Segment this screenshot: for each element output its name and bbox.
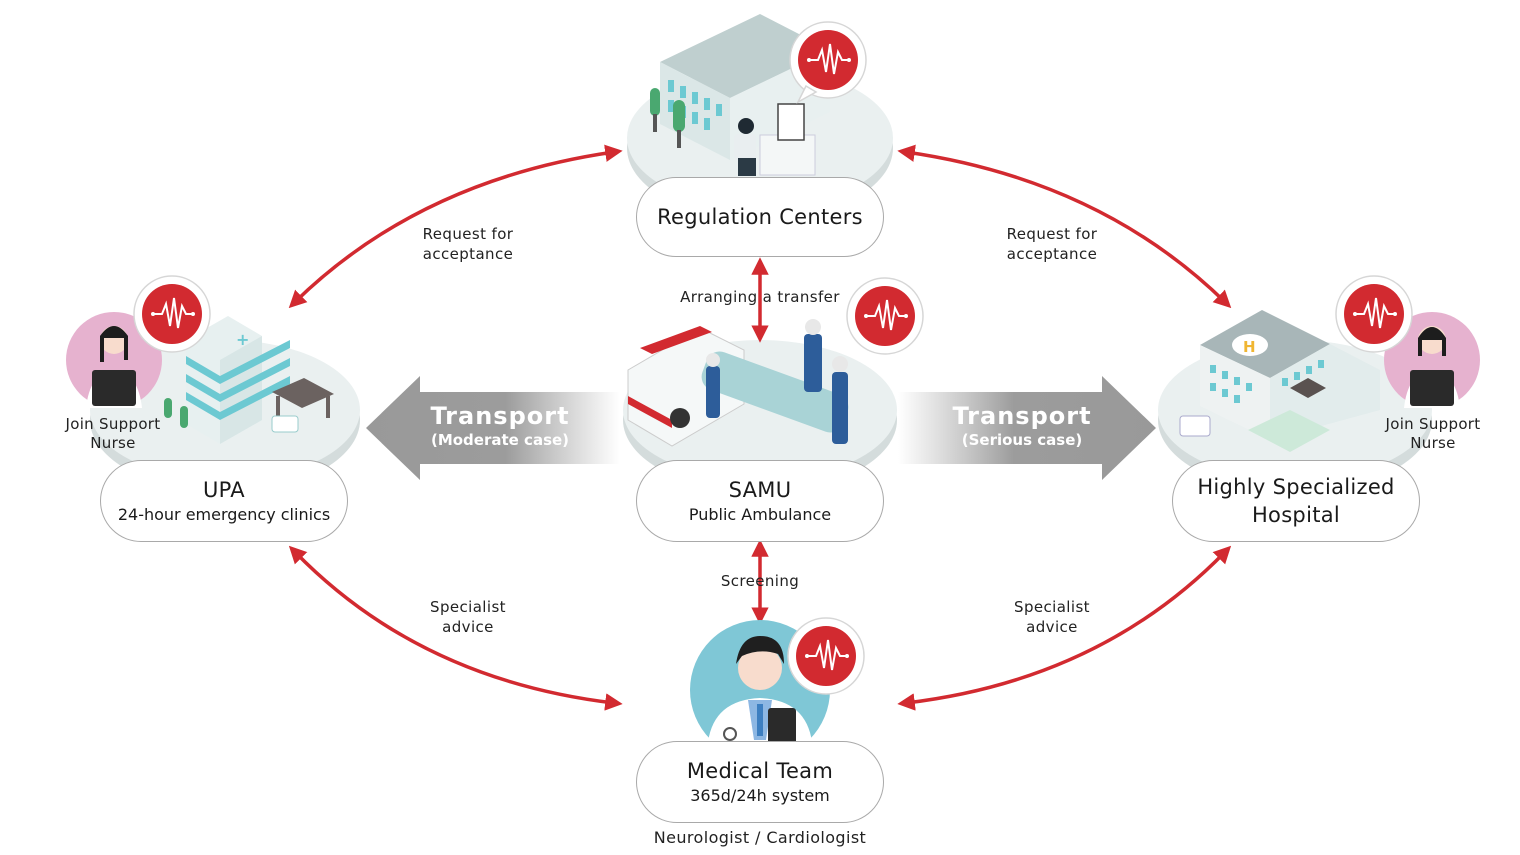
hospital-building-icon: H — [1179, 310, 1480, 452]
samu-title: SAMU — [728, 478, 792, 502]
ambulance-crew-icon — [627, 319, 849, 447]
label-bottom-left-line2: advice — [442, 618, 494, 636]
upa-nurse-label: Join Support Nurse — [48, 415, 178, 453]
hospital-nurse-label-line2: Nurse — [1410, 434, 1456, 452]
label-top-left-line1: Request for — [422, 225, 514, 243]
waveform-signal-icon — [846, 277, 924, 355]
label-bottom-left: Specialist advice — [398, 597, 538, 637]
label-bottom-right-line2: advice — [1026, 618, 1078, 636]
waveform-signal-icon — [1335, 275, 1413, 353]
transport-right-title: Transport — [952, 402, 1092, 430]
arrow-hospital-medical — [897, 545, 1232, 711]
transport-right-label: Transport (Serious case) — [942, 402, 1102, 450]
label-top-left: Request for acceptance — [398, 224, 538, 264]
medical-team-title: Medical Team — [686, 759, 834, 783]
hospital-node[interactable]: Highly Specialized Hospital — [1172, 460, 1420, 542]
label-bottom-left-line1: Specialist — [430, 598, 506, 616]
waveform-signal-icon — [789, 21, 867, 104]
transport-left-label: Transport (Moderate case) — [420, 402, 580, 450]
transport-left-subtitle: (Moderate case) — [430, 431, 570, 449]
hospital-title-line1: Highly Specialized — [1197, 475, 1395, 499]
hospital-title-line2: Hospital — [1251, 503, 1341, 527]
svg-text:+: + — [236, 330, 249, 349]
label-top-right-line1: Request for — [1006, 225, 1098, 243]
waveform-signal-icon — [133, 275, 211, 353]
samu-node[interactable]: SAMU Public Ambulance — [636, 460, 884, 542]
label-bottom-right-line1: Specialist — [1014, 598, 1090, 616]
label-top-right: Request for acceptance — [982, 224, 1122, 264]
medical-team-node[interactable]: Medical Team 365d/24h system — [636, 741, 884, 823]
transport-arrow-right — [898, 376, 1156, 480]
transport-right-subtitle: (Serious case) — [961, 431, 1083, 449]
regulation-centers-title: Regulation Centers — [657, 205, 863, 229]
clinic-building-icon: + — [66, 312, 334, 444]
label-top-right-line2: acceptance — [1006, 245, 1098, 263]
hospital-nurse-label-line1: Join Support — [1385, 415, 1481, 433]
medical-team-subtitle: 365d/24h system — [690, 786, 830, 805]
medical-team-footer: Neurologist / Cardiologist — [653, 828, 867, 847]
upa-nurse-label-line2: Nurse — [90, 434, 136, 452]
samu-subtitle: Public Ambulance — [688, 505, 832, 524]
label-screening: Screening — [720, 572, 800, 590]
arrow-upa-medical — [288, 545, 623, 711]
svg-text:H: H — [1243, 338, 1256, 356]
upa-nurse-label-line1: Join Support — [65, 415, 161, 433]
regulation-centers-node[interactable]: Regulation Centers — [636, 177, 884, 257]
hospital-nurse-label: Join Support Nurse — [1368, 415, 1498, 453]
waveform-signal-icon — [787, 617, 865, 695]
upa-subtitle: 24-hour emergency clinics — [117, 505, 331, 524]
transport-arrow-left — [366, 376, 620, 480]
arrow-upa-regulation — [288, 144, 623, 309]
upa-title: UPA — [203, 478, 245, 502]
arrow-regulation-hospital — [897, 144, 1232, 309]
upa-node[interactable]: UPA 24-hour emergency clinics — [100, 460, 348, 542]
transport-left-title: Transport — [430, 402, 570, 430]
label-arranging-transfer: Arranging a transfer — [680, 288, 840, 306]
label-top-left-line2: acceptance — [422, 245, 514, 263]
label-bottom-right: Specialist advice — [982, 597, 1122, 637]
